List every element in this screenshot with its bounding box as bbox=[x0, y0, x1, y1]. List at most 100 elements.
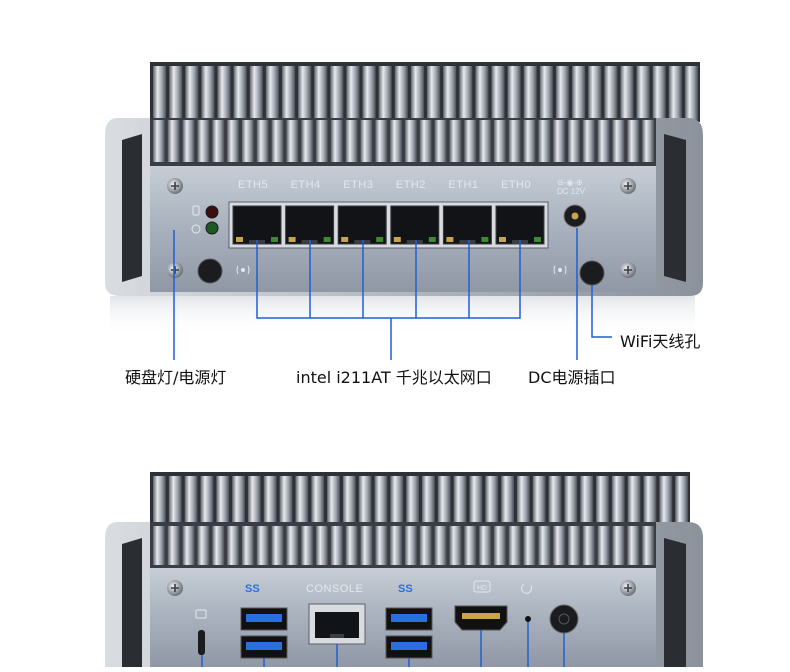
power-button[interactable] bbox=[549, 604, 579, 634]
heatsink-fin bbox=[378, 66, 392, 120]
ethernet-port[interactable] bbox=[442, 205, 492, 245]
heatsink-fin bbox=[627, 476, 641, 526]
heatsink-fin bbox=[485, 476, 499, 526]
top-fin-shadow bbox=[150, 118, 656, 166]
heatsink-fin bbox=[271, 120, 284, 162]
heatsink-fin bbox=[523, 526, 536, 565]
heatsink-fin bbox=[582, 120, 595, 162]
power-button[interactable] bbox=[197, 258, 223, 284]
usb-port[interactable] bbox=[240, 607, 288, 631]
ethernet-port[interactable] bbox=[337, 205, 387, 245]
eth-port-label: ETH4 bbox=[291, 179, 321, 191]
heatsink-fin bbox=[532, 476, 546, 526]
heatsink-fin bbox=[167, 526, 180, 565]
heatsink-fin bbox=[582, 526, 595, 565]
heatsink-fin bbox=[449, 120, 462, 162]
heatsink-fin bbox=[555, 66, 570, 120]
heatsink-fin bbox=[200, 476, 214, 526]
heatsink-fin bbox=[612, 526, 625, 565]
heatsink-fin bbox=[182, 526, 195, 565]
heatsink-fin bbox=[169, 66, 183, 120]
heatsink-fin bbox=[265, 66, 279, 120]
heatsink-fin bbox=[346, 66, 360, 120]
heatsink-fin bbox=[434, 120, 447, 162]
heatsink-fin bbox=[153, 66, 167, 120]
right-vent bbox=[664, 538, 686, 667]
lock-icon bbox=[195, 609, 207, 619]
heatsink-fin bbox=[286, 526, 299, 565]
heatsink-fin bbox=[184, 476, 198, 526]
heatsink-fin bbox=[611, 476, 625, 526]
dc-jack-label: DC 12V bbox=[557, 187, 586, 196]
heatsink-fin bbox=[538, 120, 551, 162]
eth-port-label: ETH5 bbox=[238, 179, 268, 191]
heatsink-fin bbox=[197, 526, 210, 565]
heatsink-fin bbox=[507, 66, 521, 120]
heatsink-fin bbox=[263, 476, 277, 526]
reset-icon bbox=[521, 583, 533, 594]
heatsink-fin bbox=[668, 66, 682, 120]
heatsink-fin bbox=[564, 476, 578, 526]
heatsink-fin bbox=[501, 476, 514, 526]
heatsink-fin bbox=[374, 476, 388, 526]
ethernet-port[interactable] bbox=[495, 205, 545, 245]
reset-button[interactable] bbox=[525, 616, 531, 622]
heatsink-fin bbox=[271, 526, 284, 565]
heatsink-fin bbox=[247, 476, 261, 526]
heatsink-fin bbox=[345, 526, 358, 565]
heatsink-fin bbox=[612, 120, 625, 162]
left-vent bbox=[122, 538, 142, 667]
heatsink-fin bbox=[201, 66, 215, 120]
heatsink-fin bbox=[588, 66, 602, 120]
heatsink-fin bbox=[345, 120, 358, 162]
heatsink-fin bbox=[227, 526, 239, 565]
dc-polarity-icon: ⊖-◉-⊕ bbox=[557, 178, 583, 187]
heatsink-fin bbox=[596, 476, 609, 526]
heatsink-fin bbox=[419, 120, 432, 162]
heatsink-fin bbox=[642, 120, 654, 162]
heatsink-fin bbox=[464, 120, 477, 162]
heatsink-fin bbox=[464, 526, 477, 565]
hdmi-logo-icon: HD bbox=[473, 580, 491, 593]
ethernet-port[interactable] bbox=[285, 205, 335, 245]
heatsink-fin bbox=[281, 66, 296, 120]
power-icon bbox=[191, 224, 201, 234]
heatsink-fin bbox=[675, 476, 688, 526]
usb-port[interactable] bbox=[240, 635, 288, 659]
ethernet-port[interactable] bbox=[232, 205, 282, 245]
heatsink-fin bbox=[491, 66, 505, 120]
heatsink-fin bbox=[241, 526, 254, 565]
hdd-icon bbox=[192, 205, 200, 216]
console-port[interactable] bbox=[308, 603, 366, 645]
heatsink-fin bbox=[216, 476, 230, 526]
power-led bbox=[205, 221, 219, 235]
heatsink-fin bbox=[405, 526, 417, 565]
callout-dc-jack: DC电源插口 bbox=[528, 368, 616, 387]
bottom-device: SS SS CONSOLE HD bbox=[105, 472, 703, 667]
heatsink-fin bbox=[168, 476, 182, 526]
hdmi-port[interactable] bbox=[454, 605, 508, 631]
heatsink-fin bbox=[493, 120, 506, 162]
heatsink-fin bbox=[249, 66, 263, 120]
callout-lines bbox=[173, 228, 612, 360]
heatsink-fin bbox=[316, 526, 328, 565]
heatsink-fin bbox=[642, 526, 654, 565]
heatsink-fin bbox=[422, 476, 435, 526]
eth-block bbox=[228, 201, 549, 249]
heatsink-fin bbox=[390, 120, 402, 162]
usb-port[interactable] bbox=[385, 635, 433, 659]
ethernet-port[interactable] bbox=[390, 205, 440, 245]
heatsink-fin bbox=[580, 476, 594, 526]
heatsink-fin bbox=[627, 526, 640, 565]
left-vent bbox=[122, 134, 142, 282]
heatsink-fin bbox=[659, 476, 673, 526]
usb-port[interactable] bbox=[385, 607, 433, 631]
eth-port-label: ETH1 bbox=[448, 179, 478, 191]
floor-reflection bbox=[110, 296, 695, 336]
heatsink-fin bbox=[232, 476, 245, 526]
heatsink-fin bbox=[217, 66, 231, 120]
heatsink-fin bbox=[443, 66, 457, 120]
heatsink-fin bbox=[572, 66, 586, 120]
